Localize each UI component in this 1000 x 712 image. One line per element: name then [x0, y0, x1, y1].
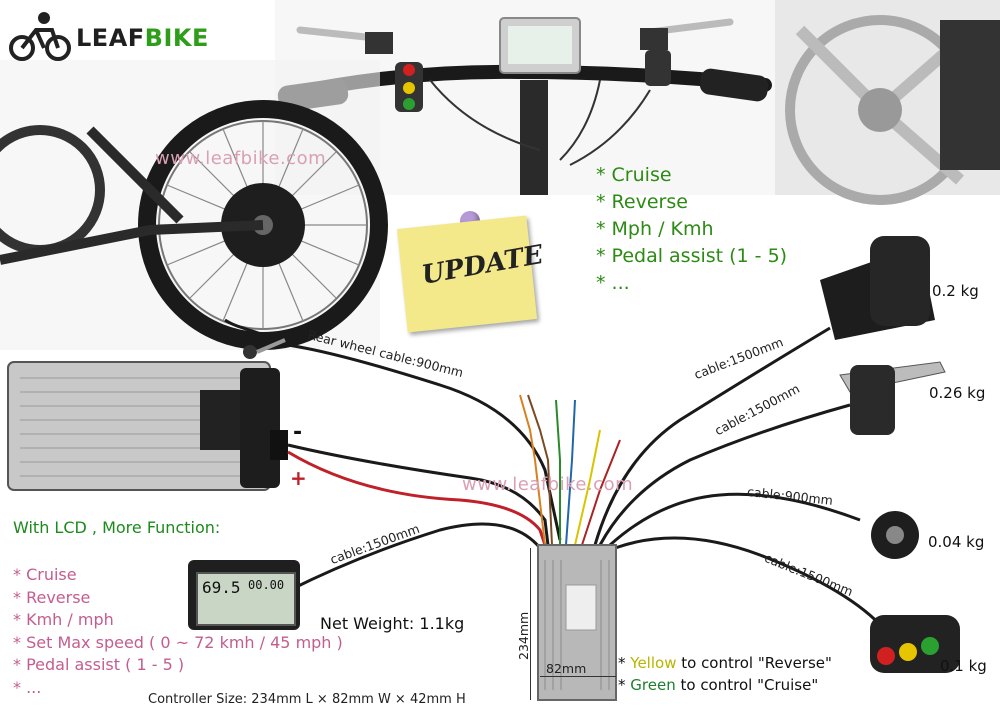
legend-green-text: to control "Cruise"	[675, 676, 819, 694]
brake-weight: 0.26 kg	[929, 384, 986, 402]
legend-yellow-word: Yellow	[630, 654, 677, 672]
switch-image	[870, 615, 960, 673]
lcd-section-title: With LCD , More Function:	[13, 518, 221, 537]
legend-bullet: *	[618, 676, 631, 694]
legend-green-line: * Green to control "Cruise"	[618, 674, 832, 696]
battery-image	[7, 361, 288, 491]
lcd-feature-list: * Cruise * Reverse * Kmh / mph * Set Max…	[13, 564, 343, 699]
throttle-image	[820, 236, 935, 340]
update-sticky-note: UPDATE	[396, 215, 546, 333]
brand-logo: LEAFBIKE	[76, 24, 209, 52]
feature-item: * Reverse	[596, 191, 688, 213]
cyclist-logo-icon	[8, 10, 72, 64]
lcd-feature-item: * Kmh / mph	[13, 610, 114, 629]
throttle-weight: 0.2 kg	[932, 282, 979, 300]
lcd-feature-item: * Pedal assist ( 1 - 5 )	[13, 655, 185, 674]
lcd-feature-item: * ...	[13, 677, 42, 697]
legend-bullet: *	[618, 654, 631, 672]
legend-green-word: Green	[630, 676, 676, 694]
watermark: www.leafbike.com	[155, 148, 327, 169]
watermark: www.leafbike.com	[462, 474, 634, 495]
lcd-feature-item: * Reverse	[13, 587, 91, 607]
height-dim-line	[530, 548, 531, 700]
feature-item: * ...	[596, 272, 630, 294]
logo-leaf: LEAF	[76, 24, 145, 52]
rear-wheel-photo	[0, 60, 388, 350]
net-weight-label: Net Weight: 1.1kg	[320, 614, 465, 633]
logo-bike: BIKE	[144, 24, 209, 52]
legend-yellow-text: to control "Reverse"	[676, 654, 832, 672]
pedal-sensor-photo	[775, 0, 1000, 205]
feature-item: * Mph / Kmh	[596, 218, 714, 240]
lcd-feature-item: * Set Max speed ( 0 ~ 72 kmh / 45 mph )	[13, 632, 343, 652]
battery-minus-label: -	[293, 420, 303, 445]
lcd-odo-readout: 00.00	[248, 578, 285, 592]
battery-key	[243, 338, 286, 359]
lcd-feature-item: * Cruise	[13, 565, 77, 584]
battery-plus-label: +	[290, 466, 307, 490]
pas-weight: 0.04 kg	[928, 533, 985, 551]
brake-lever-image	[839, 361, 946, 435]
top-feature-list: * Cruise * Reverse * Mph / Kmh * Pedal a…	[596, 162, 787, 297]
lcd-speed-readout: 69.5	[202, 578, 241, 597]
controller-size-label: Controller Size: 234mm L × 82mm W × 42mm…	[148, 692, 466, 707]
width-dim-line	[540, 676, 616, 677]
controller-image	[537, 544, 617, 701]
controller-width-dim: 82mm	[546, 661, 587, 676]
legend-yellow-line: * Yellow to control "Reverse"	[618, 652, 832, 674]
switch-weight: 0.1 kg	[940, 657, 987, 675]
controller-height-dim: 234mm	[516, 611, 531, 660]
pas-sensor-image	[871, 511, 919, 559]
sticky-note-text: UPDATE	[419, 239, 546, 291]
feature-item: * Pedal assist (1 - 5)	[596, 245, 788, 267]
feature-item: * Cruise	[596, 164, 672, 186]
lcd-screen: 69.5 00.00	[196, 572, 296, 626]
switch-color-legend: * Yellow to control "Reverse" * Green to…	[618, 652, 832, 696]
